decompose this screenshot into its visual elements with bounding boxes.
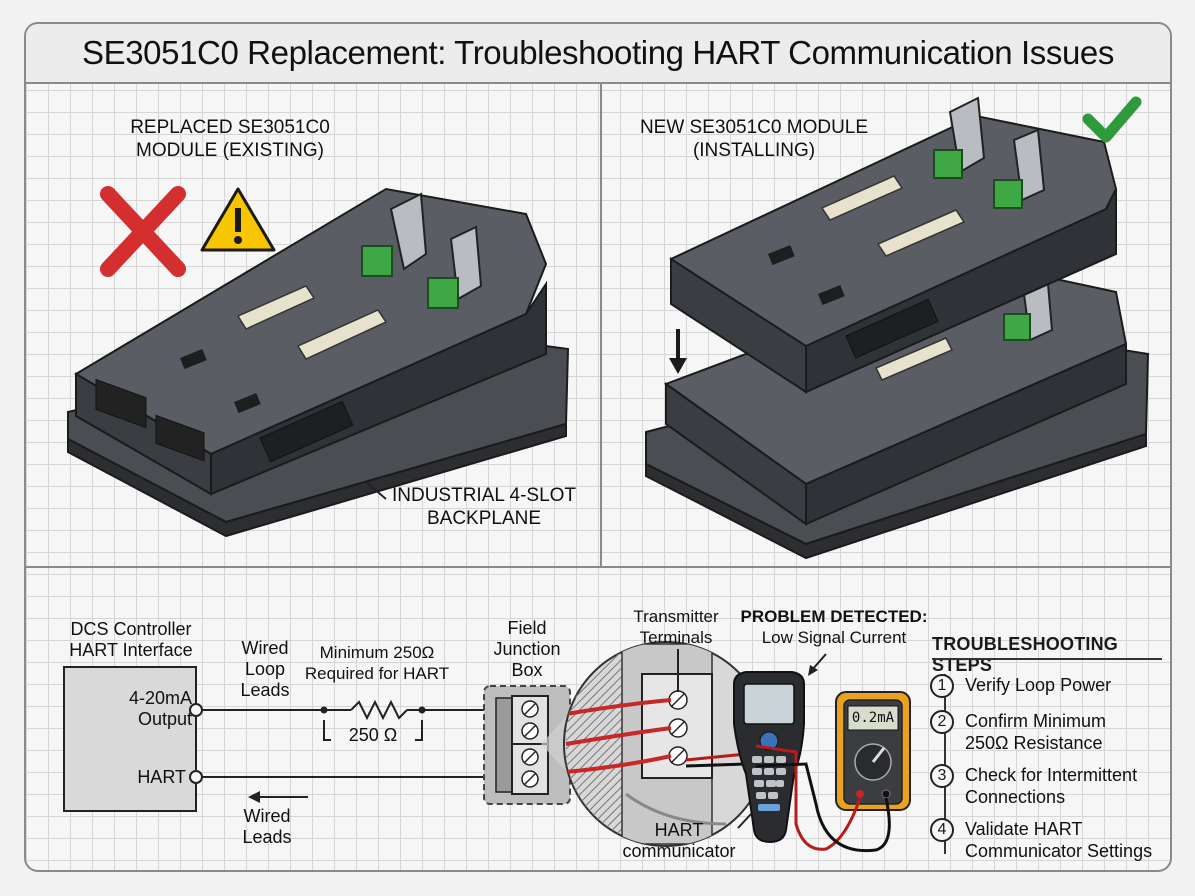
- probe-lead-black: [685, 762, 747, 768]
- resistor-note-line1: Minimum 250Ω: [319, 643, 435, 662]
- step-2-line2: 250Ω Resistance: [965, 733, 1103, 753]
- backplane-pointer: [365, 481, 387, 500]
- junction-label-line3: Box: [511, 660, 543, 680]
- existing-module-label-line2: MODULE (EXISTING): [136, 140, 324, 161]
- step-4-line2: Communicator Settings: [965, 841, 1153, 861]
- page-title: SE3051C0 Replacement: Troubleshooting HA…: [82, 34, 1114, 71]
- step-text: Confirm Minimum 250Ω Resistance: [965, 710, 1106, 754]
- multimeter-device: [835, 691, 911, 811]
- step-number: 3: [930, 764, 954, 788]
- wired-loop-leads-label: Wired Loop Leads: [230, 638, 300, 701]
- down-arrow-icon: [669, 329, 687, 374]
- green-check-icon: [1082, 96, 1142, 143]
- step-2: 2 Confirm Minimum 250Ω Resistance: [930, 710, 1106, 754]
- backplane-lower-illustration: [645, 262, 1150, 560]
- panel-divider-horizontal: [26, 566, 1170, 568]
- resistor-note-label: Minimum 250Ω Required for HART: [302, 642, 452, 684]
- red-x-icon: [100, 186, 186, 277]
- panel-divider-vertical: [600, 82, 602, 566]
- hart-communicator-device: [733, 671, 805, 844]
- junction-label-line1: Field: [507, 618, 547, 638]
- new-module-illustration: [669, 96, 1118, 394]
- existing-module-label-line1: REPLACED SE3051C0: [130, 117, 330, 138]
- backplane-label-line1: INDUSTRIAL 4-SLOT: [391, 485, 577, 506]
- output-label: 4-20mA Output: [108, 688, 192, 730]
- transmitter-magnifier: [563, 641, 769, 847]
- resistor-note-line2: Required for HART: [304, 664, 450, 683]
- hart-communicator-label: HART communicator: [614, 820, 744, 862]
- title-bar: SE3051C0 Replacement: Troubleshooting HA…: [26, 24, 1170, 84]
- wired-loop-line1: Wired: [241, 638, 289, 658]
- wired-leads-line2: Leads: [242, 827, 292, 847]
- wired-leads-label: Wired Leads: [232, 806, 302, 848]
- step-4: 4 Validate HART Communicator Settings: [930, 818, 1152, 862]
- step-number: 4: [930, 818, 954, 842]
- problem-detail: Low Signal Current: [761, 628, 907, 647]
- communicator-label-line1: HART: [654, 820, 704, 840]
- wired-loop-line3: Leads: [240, 680, 290, 700]
- junction-label-line2: Junction: [493, 639, 561, 659]
- wired-leads-line1: Wired: [243, 806, 291, 826]
- step-1: 1 Verify Loop Power: [930, 674, 1111, 698]
- existing-module-label: REPLACED SE3051C0 MODULE (EXISTING): [80, 116, 380, 162]
- steps-title-underline: [932, 658, 1162, 660]
- resistor-junction-right: [418, 706, 426, 714]
- warning-triangle-icon: [200, 187, 276, 252]
- step-4-line1: Validate HART: [965, 819, 1083, 839]
- existing-module-illustration: [67, 187, 570, 538]
- loop-wire-bottom: [202, 776, 496, 798]
- step-text: Verify Loop Power: [965, 674, 1111, 696]
- new-module-label-line1: NEW SE3051C0 MODULE: [639, 117, 869, 138]
- dcs-controller-label: DCS Controller HART Interface: [46, 619, 216, 661]
- transmitter-terminals-label: Transmitter Terminals: [616, 606, 736, 648]
- hart-terminal: [189, 770, 203, 784]
- step-3-line2: Connections: [965, 787, 1066, 807]
- step-text: Check for Intermittent Connections: [965, 764, 1137, 808]
- junction-terminal-block: [495, 695, 549, 795]
- new-module-label: NEW SE3051C0 MODULE (INSTALLING): [624, 116, 884, 162]
- step-2-line1: Confirm Minimum: [965, 711, 1107, 731]
- multimeter-reading: 0.2mA: [851, 710, 895, 726]
- communicator-label-line2: communicator: [622, 841, 736, 861]
- new-module-label-line2: (INSTALLING): [692, 140, 816, 161]
- wired-leads-arrow: [248, 791, 260, 803]
- probe-lead-red: [685, 752, 747, 762]
- diagram-graphics: [63, 96, 1150, 853]
- steps-title: TROUBLESHOOTING STEPS: [932, 634, 1118, 675]
- communicator-pointer: [737, 813, 752, 829]
- output-label-line1: 4-20mA: [128, 688, 192, 708]
- meter-lead-black: [755, 762, 891, 853]
- step-3: 3 Check for Intermittent Connections: [930, 764, 1137, 808]
- meter-lead-red: [755, 744, 862, 851]
- resistor-junction-left: [320, 706, 328, 714]
- hart-label: HART: [137, 767, 186, 787]
- output-label-line2: Output: [137, 709, 192, 729]
- transmitter-label-line2: Terminals: [639, 628, 713, 647]
- transmitter-label-line1: Transmitter: [633, 607, 719, 626]
- step-3-line1: Check for Intermittent: [965, 765, 1138, 785]
- problem-pointer: [808, 653, 827, 676]
- problem-detected-label: PROBLEM DETECTED: Low Signal Current: [734, 606, 934, 648]
- wired-loop-line2: Loop: [244, 659, 286, 679]
- junction-box-label: Field Junction Box: [484, 618, 570, 681]
- dcs-controller-box: [63, 666, 197, 812]
- step-number: 2: [930, 710, 954, 734]
- resistor-value-label: 250 Ω: [348, 725, 398, 745]
- step-text: Validate HART Communicator Settings: [965, 818, 1152, 862]
- step-number: 1: [930, 674, 954, 698]
- diagram-frame: SE3051C0 Replacement: Troubleshooting HA…: [24, 22, 1172, 872]
- backplane-label: INDUSTRIAL 4-SLOT BACKPLANE: [374, 484, 594, 530]
- step-1-line1: Verify Loop Power: [965, 675, 1112, 695]
- dcs-label-line1: DCS Controller: [70, 619, 192, 639]
- dcs-label-line2: HART Interface: [69, 640, 193, 660]
- backplane-label-line2: BACKPLANE: [426, 508, 542, 529]
- problem-title: PROBLEM DETECTED:: [740, 607, 928, 626]
